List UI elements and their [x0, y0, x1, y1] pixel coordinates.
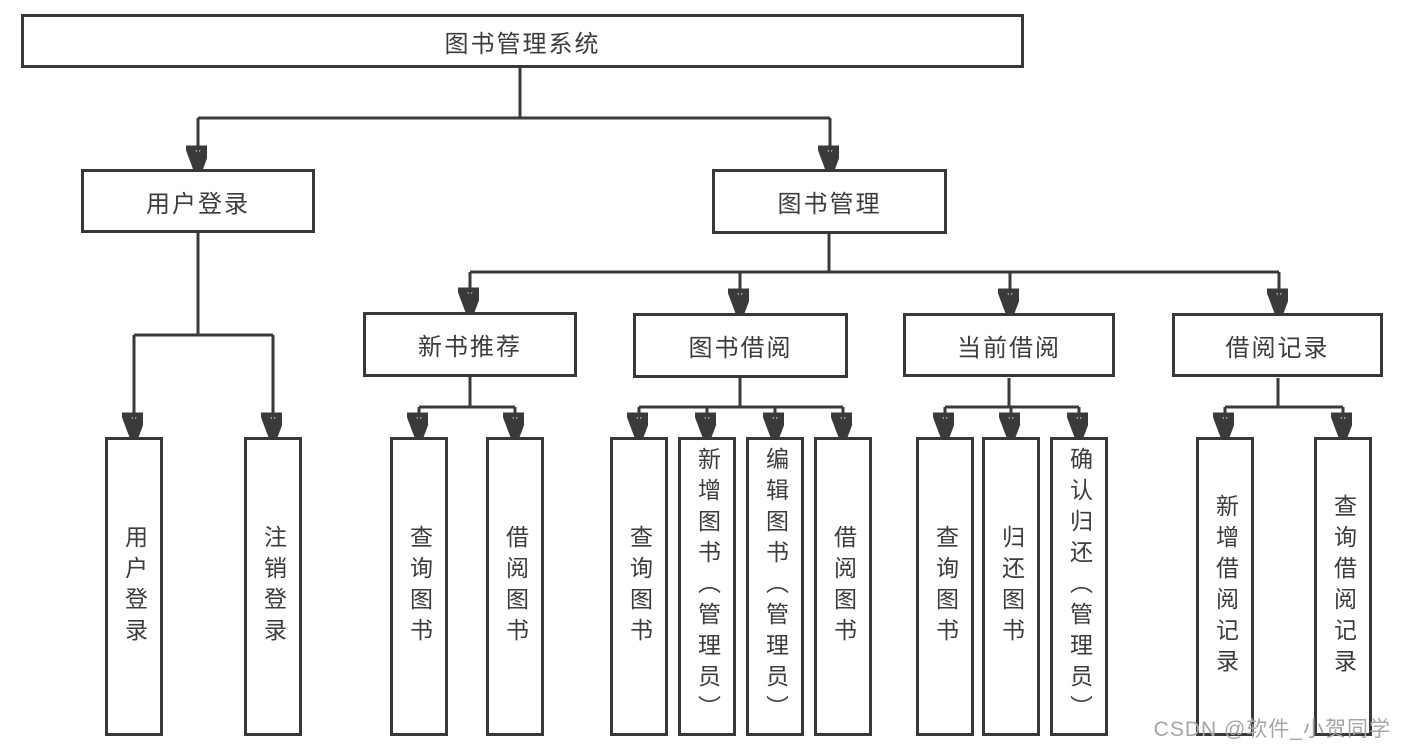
leaf-edit-book-admin-label: 编辑图书（管理员） [762, 447, 789, 726]
leaf-recommend-borrow-book-label: 借阅图书 [502, 524, 529, 649]
leaf-confirm-return-admin-label: 确认归还（管理员） [1066, 447, 1093, 726]
leaf-return-book: 归还图书 [982, 437, 1040, 736]
node-book-borrow-label: 图书借阅 [688, 335, 793, 362]
node-new-book-recommend-label: 新书推荐 [418, 334, 522, 361]
leaf-current-query-book: 查询图书 [916, 437, 974, 736]
leaf-borrow-query-book-label: 查询图书 [626, 524, 653, 649]
leaf-logout: 注销登录 [244, 437, 302, 736]
node-current-borrow-label: 当前借阅 [957, 334, 1061, 362]
leaf-logout-label: 注销登录 [260, 524, 287, 649]
node-user-login-label: 用户登录 [146, 190, 250, 218]
leaf-recommend-query-book-label: 查询图书 [406, 524, 433, 649]
node-book-management: 图书管理 [712, 169, 947, 234]
node-current-borrow: 当前借阅 [903, 313, 1115, 377]
leaf-query-borrow-record-label: 查询借阅记录 [1330, 493, 1357, 680]
leaf-add-book-admin-label: 新增图书（管理员） [694, 447, 721, 726]
leaf-return-book-label: 归还图书 [998, 524, 1025, 649]
leaf-add-borrow-record: 新增借阅记录 [1196, 437, 1254, 736]
leaf-user-login: 用户登录 [105, 437, 163, 736]
leaf-edit-book-admin: 编辑图书（管理员） [746, 437, 804, 736]
leaf-borrow-query-book: 查询图书 [610, 437, 668, 736]
leaf-current-query-book-label: 查询图书 [932, 524, 959, 649]
leaf-add-borrow-record-label: 新增借阅记录 [1212, 493, 1239, 680]
leaf-confirm-return-admin: 确认归还（管理员） [1050, 437, 1108, 736]
node-root: 图书管理系统 [21, 14, 1024, 68]
leaf-query-borrow-record: 查询借阅记录 [1314, 437, 1372, 736]
leaf-borrow-book-label: 借阅图书 [830, 524, 857, 649]
node-book-borrow: 图书借阅 [633, 313, 848, 378]
leaf-recommend-query-book: 查询图书 [390, 437, 448, 736]
node-borrow-records-label: 借阅记录 [1225, 334, 1330, 362]
leaf-user-login-label: 用户登录 [121, 524, 148, 649]
leaf-borrow-book: 借阅图书 [814, 437, 872, 736]
leaf-recommend-borrow-book: 借阅图书 [486, 437, 544, 736]
csdn-watermark: CSDN @软件_小贺同学 [1153, 718, 1391, 741]
node-borrow-records: 借阅记录 [1172, 313, 1383, 377]
node-new-book-recommend: 新书推荐 [363, 312, 577, 377]
node-user-login: 用户登录 [81, 169, 315, 233]
leaf-add-book-admin: 新增图书（管理员） [678, 437, 736, 736]
node-root-label: 图书管理系统 [444, 30, 601, 58]
node-book-management-label: 图书管理 [777, 191, 882, 218]
